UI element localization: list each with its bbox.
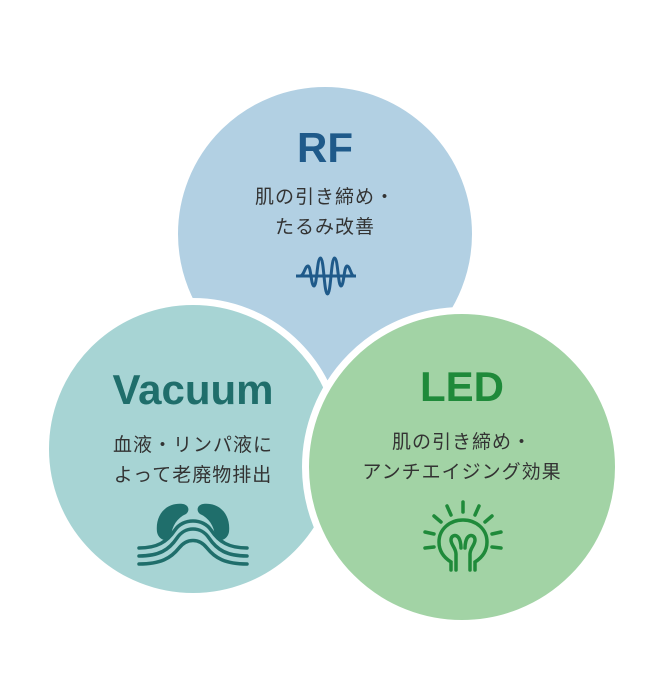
led-title: LED	[420, 363, 504, 410]
led-description-line-1: 肌の引き締め・	[391, 431, 532, 453]
vacuum-description-line-1: 血液・リンパ液に	[112, 434, 273, 456]
rf-description: 肌の引き締め・ たるみ改善	[178, 182, 472, 242]
radio-wave-icon	[296, 256, 356, 296]
suction-icon	[137, 503, 249, 566]
vacuum-description-line-2: よって老廃物排出	[113, 464, 273, 486]
vacuum-title: Vacuum	[112, 366, 274, 413]
led-description: 肌の引き締め・ アンチエイジング効果	[309, 427, 615, 487]
rf-title: RF	[297, 124, 353, 171]
led-circle: LED 肌の引き締め・ アンチエイジング効果	[302, 307, 622, 627]
light-bulb-icon	[423, 500, 503, 572]
led-description-line-2: アンチエイジング効果	[362, 461, 562, 483]
vacuum-circle: Vacuum 血液・リンパ液に よって老廃物排出	[42, 298, 344, 600]
vacuum-description: 血液・リンパ液に よって老廃物排出	[49, 430, 337, 490]
rf-description-line-1: 肌の引き締め・	[254, 186, 395, 208]
rf-description-line-2: たるみ改善	[274, 216, 375, 238]
